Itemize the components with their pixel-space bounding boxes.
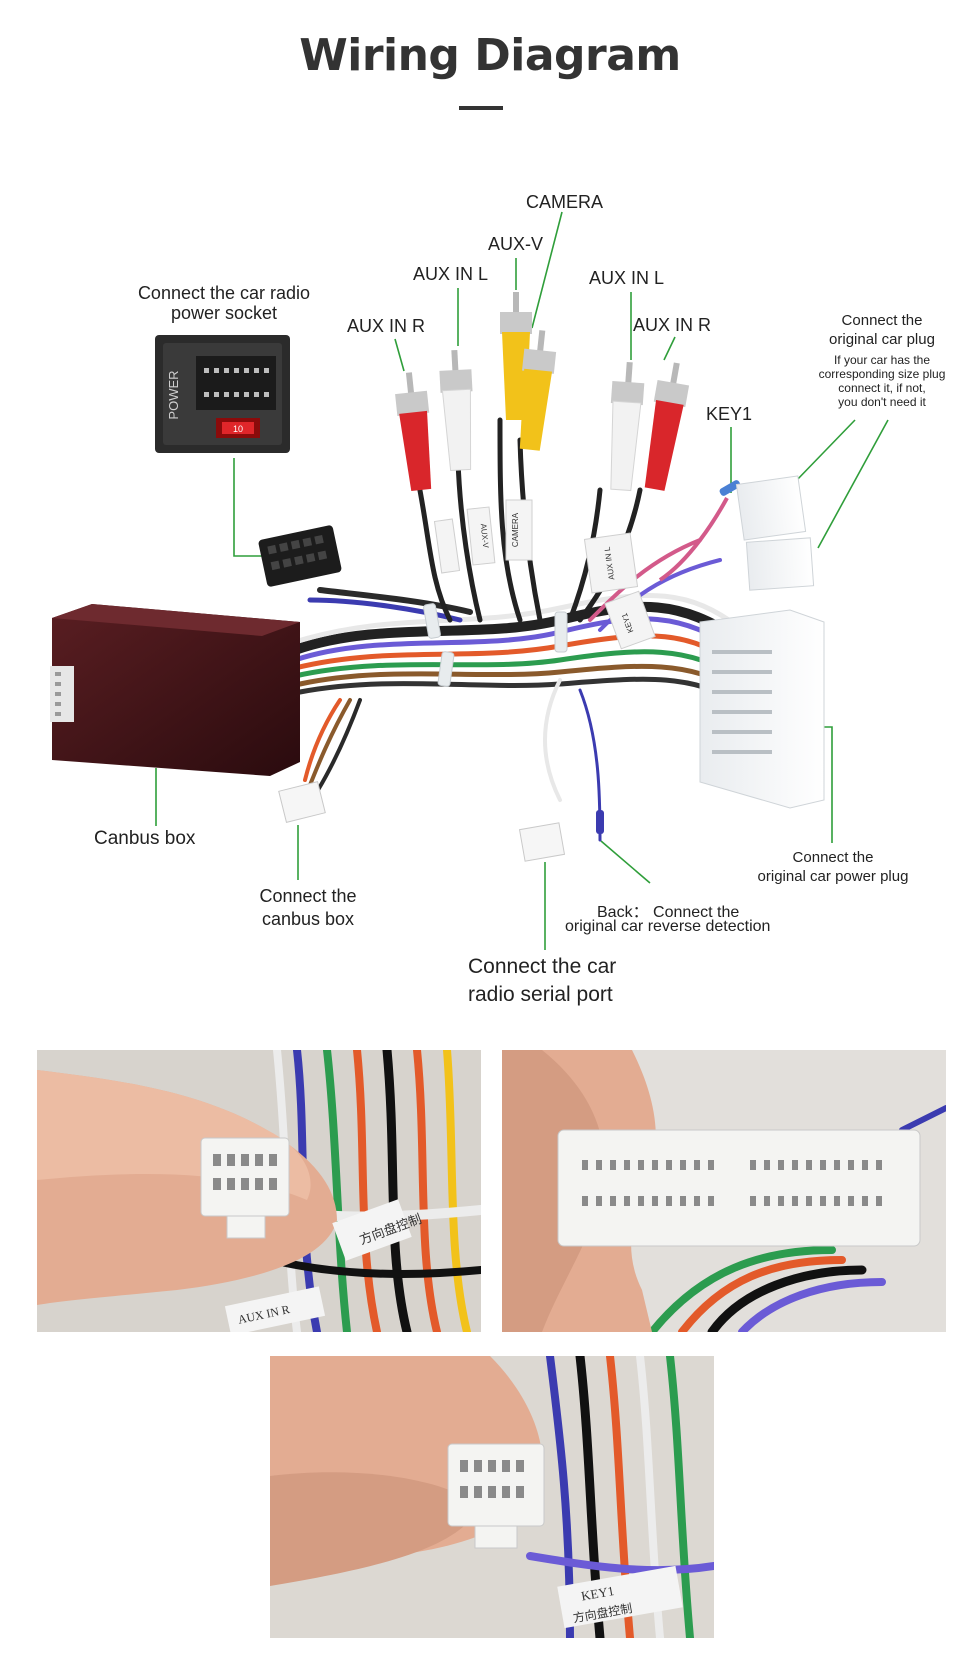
label-orig-plug-line1: Connect the xyxy=(841,312,923,329)
leader-orig-plug-b xyxy=(817,419,889,549)
label-aux-in-l-right: AUX IN L xyxy=(589,268,665,288)
label-serial-line2: radio serial port xyxy=(468,983,613,1006)
label-serial-line1: Connect the car xyxy=(468,955,617,978)
label-power-plug-line1: Connect the xyxy=(792,849,874,866)
photo3-tag-key1: KEY1 xyxy=(580,1583,615,1604)
leader-aux-in-r-left xyxy=(394,338,405,372)
rca-aux-in-l-left xyxy=(439,349,473,471)
leader-back xyxy=(600,840,651,884)
leader-camera xyxy=(531,211,563,329)
leader-aux-in-r-right xyxy=(663,336,676,361)
label-camera: CAMERA xyxy=(526,192,604,212)
label-back-line2: original car reverse detection xyxy=(565,918,771,935)
page-title: Wiring Diagram xyxy=(299,30,681,81)
label-connect-canbus-line1: Connect the xyxy=(259,886,357,906)
back-wire-tip xyxy=(596,810,604,834)
label-power-socket-line2: power socket xyxy=(170,303,278,323)
key1-wire-tip xyxy=(658,480,741,582)
rca-aux-in-l-right xyxy=(610,361,645,492)
rca-aux-in-r-left xyxy=(395,372,432,491)
serial-port-connector xyxy=(518,822,566,862)
sleeve-camera: CAMERA xyxy=(511,512,520,547)
power-socket-text: POWER xyxy=(166,370,181,419)
power-socket-connector: 10 POWER xyxy=(155,335,290,453)
wire-sleeves: AUX-V CAMERA AUX IN L KEY1 xyxy=(433,499,656,650)
label-back-line1: Back： Connect the xyxy=(597,904,740,921)
label-orig-plug-note2: corresponding size plug xyxy=(818,367,946,381)
label-aux-in-l-left: AUX IN L xyxy=(413,264,489,284)
label-orig-plug-line2: original car plug xyxy=(829,331,935,348)
label-key1: KEY1 xyxy=(706,404,753,424)
label-orig-plug-note4: you don't need it xyxy=(838,395,926,409)
cable-ties xyxy=(423,603,568,687)
wire-bundle xyxy=(290,417,745,842)
photo-small-plug: 方向盘控制 AUX IN R xyxy=(37,1050,481,1332)
photo-medium-plug: KEY1 方向盘控制 xyxy=(270,1356,714,1638)
wiring-diagram: 10 POWER xyxy=(50,211,889,950)
rca-plugs xyxy=(395,292,690,492)
original-power-plug xyxy=(699,609,825,809)
fuse-label: 10 xyxy=(233,424,243,434)
radio-connector-black xyxy=(258,525,342,587)
rca-camera xyxy=(519,330,557,451)
sleeve-aux-v: AUX-V xyxy=(479,523,491,549)
title-underline xyxy=(459,106,503,110)
leader-orig-plug-a xyxy=(794,419,856,483)
label-power-plug-line2: original car power plug xyxy=(757,868,909,885)
canbus-connector xyxy=(278,781,326,823)
rca-aux-in-r-right xyxy=(644,362,690,491)
label-connect-canbus-line2: canbus box xyxy=(261,909,355,929)
label-canbus-box: Canbus box xyxy=(94,828,196,849)
label-power-socket-line1: Connect the car radio xyxy=(137,283,311,303)
label-orig-plug-note1: If your car has the xyxy=(833,353,931,367)
canbus-box xyxy=(50,604,300,776)
label-aux-in-r-right: AUX IN R xyxy=(633,315,712,335)
original-car-plug xyxy=(735,475,815,591)
photo-large-plug xyxy=(502,1050,946,1332)
label-aux-v: AUX-V xyxy=(488,234,544,254)
label-aux-in-r-left: AUX IN R xyxy=(347,316,426,336)
label-orig-plug-note3: connect it, if not, xyxy=(838,381,926,395)
